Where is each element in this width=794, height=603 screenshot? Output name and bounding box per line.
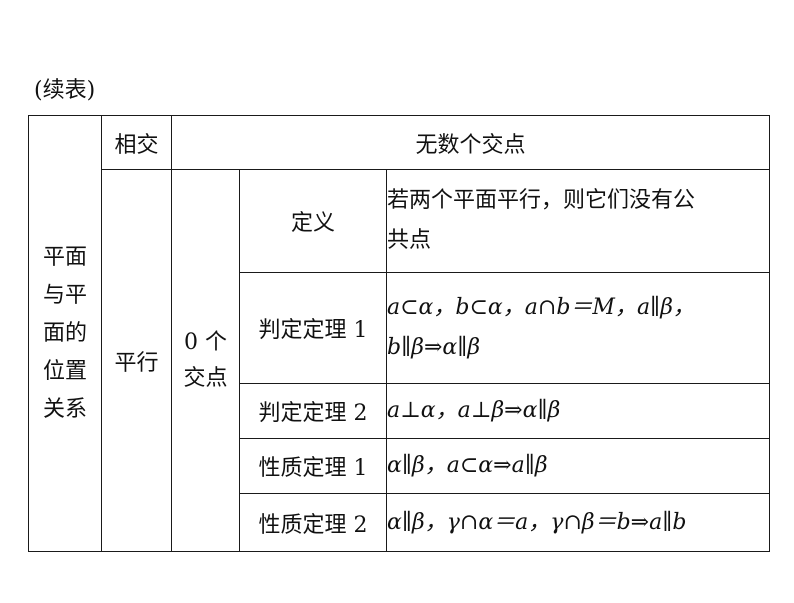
row-label-criterion-1: 判定定理 1 [239, 272, 387, 384]
table-row-intersect: 平面 与平 面的 位置 关系 相交 无数个交点 [28, 115, 770, 552]
relation-parallel: 平行 [101, 169, 172, 552]
table-caption: (续表) [34, 78, 96, 103]
criterion-1-formula: a⊂α，b⊂α，a∩b＝M，a∥β， b∥β⇒α∥β [386, 272, 770, 384]
definition-line: 若两个平面平行，则它们没有公 [387, 188, 696, 213]
category-cell: 平面 与平 面的 位置 关系 [28, 115, 102, 552]
table-row-criterion-1: 判定定理 1 a⊂α，b⊂α，a∩b＝M，a∥β， b∥β⇒α∥β [29, 272, 770, 384]
table-row-definition: 平行 0 个 交点 定义 若两个平面平行，则它们没有公 共点 [29, 169, 770, 552]
definition-line: 共点 [387, 228, 432, 253]
parallel-common-points-line: 交点 [183, 365, 228, 391]
category-line: 平面 [42, 244, 87, 270]
intersect-common-points: 无数个交点 [171, 115, 770, 170]
relation-intersect: 相交 [101, 115, 172, 170]
category-line: 面的 [42, 320, 87, 346]
category-line: 关系 [42, 396, 87, 422]
category-line: 与平 [42, 282, 87, 308]
table-row-property-1: 性质定理 1 α∥β，a⊂α⇒a∥β [29, 438, 770, 494]
parallel-common-points-line: 0 个 [184, 329, 227, 355]
category-line: 位置 [42, 358, 87, 384]
parallel-common-points-cell: 0 个 交点 [171, 169, 240, 552]
formula-line: b∥β⇒α∥β [387, 335, 481, 360]
row-label-property-1: 性质定理 1 [239, 438, 387, 494]
formula-line: a⊂α，b⊂α，a∩b＝M，a∥β， [387, 295, 695, 320]
property-2-formula: α∥β，γ∩α＝a，γ∩β＝b⇒a∥b [386, 493, 770, 552]
criterion-2-formula: a⊥α，a⊥β⇒α∥β [386, 383, 770, 439]
row-label-criterion-2: 判定定理 2 [239, 383, 387, 439]
property-1-formula: α∥β，a⊂α⇒a∥β [386, 438, 770, 494]
table-row-property-2: 性质定理 2 α∥β，γ∩α＝a，γ∩β＝b⇒a∥b [29, 493, 770, 552]
definition-content: 若两个平面平行，则它们没有公 共点 [386, 169, 770, 273]
table-row-criterion-2: 判定定理 2 a⊥α，a⊥β⇒α∥β [29, 383, 770, 439]
row-label-definition: 定义 [239, 169, 387, 273]
row-label-property-2: 性质定理 2 [239, 493, 387, 552]
plane-relations-table: 平面 与平 面的 位置 关系 相交 无数个交点 平行 0 个 交点 定义 若两个… [28, 115, 770, 552]
